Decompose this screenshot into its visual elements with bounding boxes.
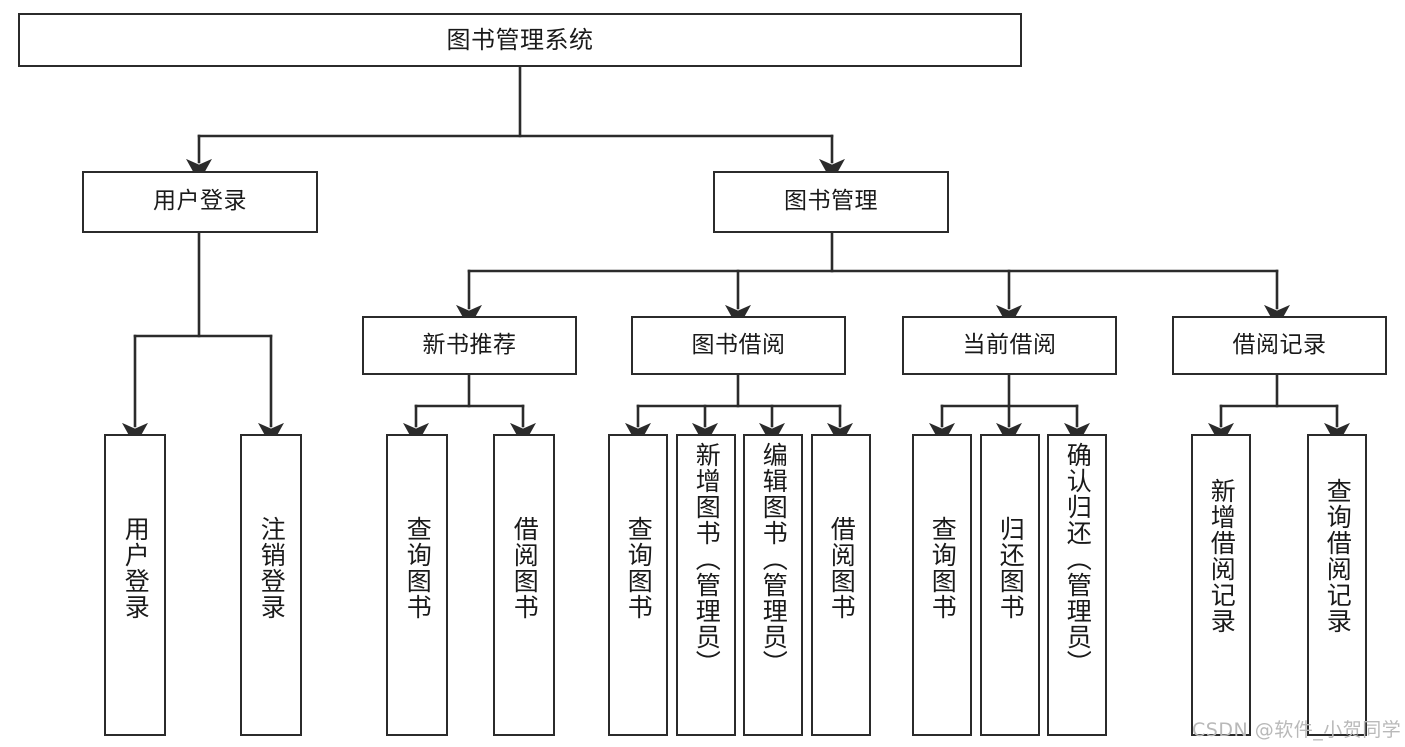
leaf-borrow-book-2-label: 借阅图书 — [827, 516, 857, 620]
leaf-add-book-admin-label: 新增图书（管理员） — [692, 442, 722, 676]
leaf-edit-book-admin-label: 编辑图书（管理员） — [759, 442, 789, 676]
leaf-borrow-book-2[interactable]: 借阅图书 — [811, 434, 871, 736]
csdn-watermark: CSDN @软件_小贺同学 — [1192, 719, 1402, 741]
leaf-confirm-return-admin-label: 确认归还（管理员） — [1063, 442, 1093, 676]
leaf-query-book-1-label: 查询图书 — [403, 516, 433, 620]
leaf-logout-label: 注销登录 — [257, 516, 287, 620]
leaf-return-book[interactable]: 归还图书 — [980, 434, 1040, 736]
node-current-borrow-label: 当前借阅 — [962, 331, 1057, 358]
leaf-query-book-2[interactable]: 查询图书 — [608, 434, 668, 736]
leaf-borrow-book-1-label: 借阅图书 — [510, 516, 540, 620]
node-root[interactable]: 图书管理系统 — [18, 13, 1022, 67]
node-book-management[interactable]: 图书管理 — [713, 171, 949, 233]
leaf-confirm-return-admin[interactable]: 确认归还（管理员） — [1047, 434, 1107, 736]
node-book-borrow[interactable]: 图书借阅 — [631, 316, 846, 375]
leaf-query-book-2-label: 查询图书 — [624, 516, 654, 620]
leaf-query-borrow-record[interactable]: 查询借阅记录 — [1307, 434, 1367, 736]
node-new-book-recommendation[interactable]: 新书推荐 — [362, 316, 577, 375]
leaf-add-book-admin[interactable]: 新增图书（管理员） — [676, 434, 736, 736]
leaf-edit-book-admin[interactable]: 编辑图书（管理员） — [743, 434, 803, 736]
node-borrow-record-label: 借阅记录 — [1232, 331, 1327, 358]
leaf-query-borrow-record-label: 查询借阅记录 — [1323, 478, 1353, 634]
node-book-borrow-label: 图书借阅 — [691, 331, 786, 358]
node-book-management-label: 图书管理 — [784, 188, 878, 215]
leaf-user-login-label: 用户登录 — [121, 516, 151, 620]
leaf-add-borrow-record[interactable]: 新增借阅记录 — [1191, 434, 1251, 736]
leaf-user-login[interactable]: 用户登录 — [104, 434, 166, 736]
leaf-logout[interactable]: 注销登录 — [240, 434, 302, 736]
node-user-login[interactable]: 用户登录 — [82, 171, 318, 233]
leaf-query-book-1[interactable]: 查询图书 — [386, 434, 448, 736]
leaf-query-book-3[interactable]: 查询图书 — [912, 434, 972, 736]
leaf-add-borrow-record-label: 新增借阅记录 — [1207, 478, 1237, 634]
leaf-query-book-3-label: 查询图书 — [928, 516, 958, 620]
node-current-borrow[interactable]: 当前借阅 — [902, 316, 1117, 375]
node-new-book-recommendation-label: 新书推荐 — [422, 331, 517, 358]
leaf-borrow-book-1[interactable]: 借阅图书 — [493, 434, 555, 736]
node-user-login-label: 用户登录 — [153, 188, 247, 215]
node-borrow-record[interactable]: 借阅记录 — [1172, 316, 1387, 375]
node-root-label: 图书管理系统 — [446, 25, 594, 54]
leaf-return-book-label: 归还图书 — [996, 516, 1026, 620]
